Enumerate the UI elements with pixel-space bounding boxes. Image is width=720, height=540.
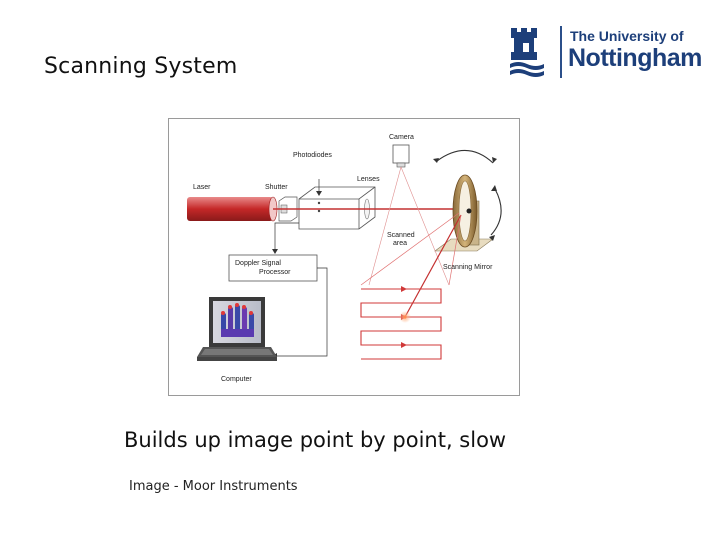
perfusion-hand-image <box>221 303 254 337</box>
scanning-mirror <box>434 174 494 252</box>
image-credit: Image - Moor Instruments <box>129 479 298 494</box>
logo-text-line1: The University of <box>570 28 684 44</box>
label-doppler-2: Processor <box>259 269 291 276</box>
label-camera: Camera <box>389 134 414 141</box>
label-lenses: Lenses <box>357 176 380 183</box>
university-logo: The University of Nottingham <box>508 22 702 82</box>
label-computer: Computer <box>221 376 252 383</box>
label-scanned-area-1: Scanned <box>387 232 415 239</box>
camera <box>392 144 410 168</box>
label-laser: Laser <box>193 184 211 191</box>
rotation-arrow-top-icon <box>436 149 494 164</box>
label-photodiodes: Photodiodes <box>293 152 332 159</box>
scanning-system-diagram: Camera Photodiodes Lenses Laser Shutter … <box>168 118 520 396</box>
label-scanned-area-2: area <box>393 240 407 247</box>
laptop-computer <box>197 297 277 361</box>
rotation-arrow-side-icon <box>490 188 502 236</box>
slide-title: Scanning System <box>44 54 238 79</box>
raster-scan-pattern <box>360 286 442 360</box>
lens-box <box>298 186 376 230</box>
doppler-processor-box <box>228 254 318 282</box>
castle-crest-icon <box>510 28 544 77</box>
logo-divider <box>560 26 562 78</box>
label-doppler-1: Doppler Signal <box>235 260 281 267</box>
slide-caption: Builds up image point by point, slow <box>124 428 507 452</box>
logo-text-line2: Nottingham <box>568 44 702 72</box>
label-shutter: Shutter <box>265 184 288 191</box>
laser-unit <box>187 196 278 222</box>
label-scanning-mirror: Scanning Mirror <box>443 264 493 271</box>
